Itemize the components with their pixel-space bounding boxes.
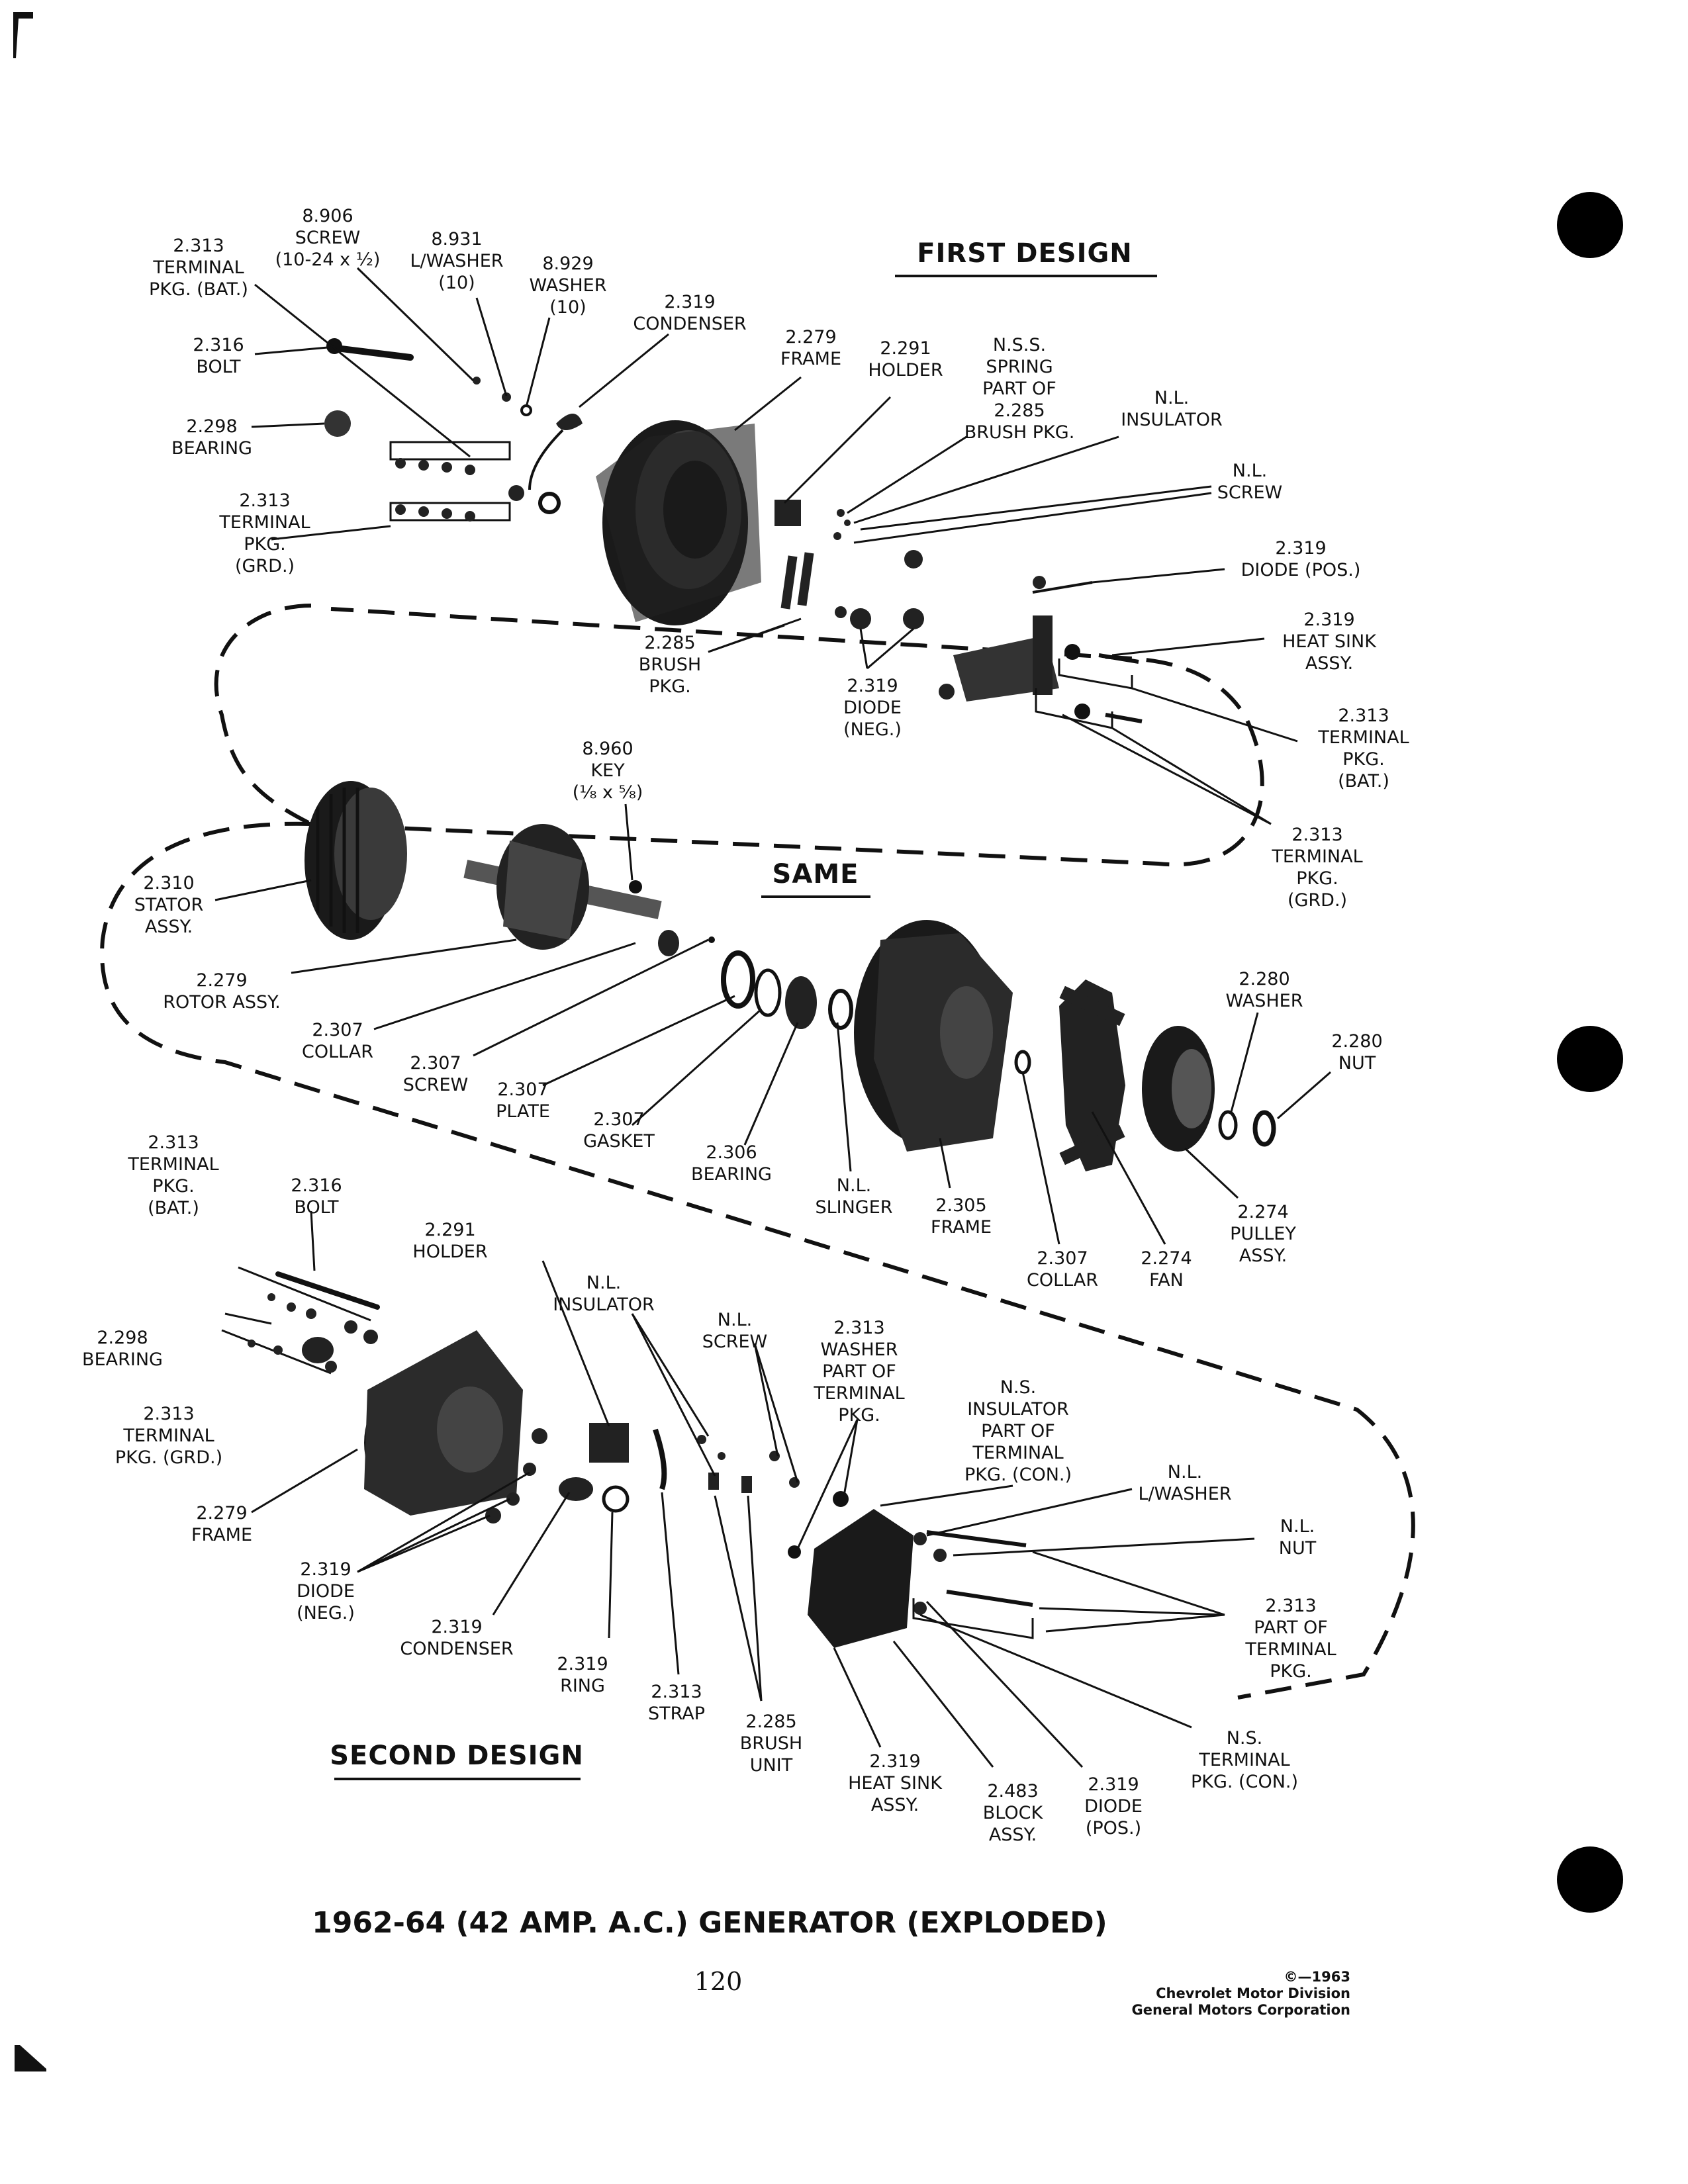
figure-caption: 1962-64 (42 AMP. A.C.) GENERATOR (EXPLOD… (312, 1906, 1107, 1940)
heading-first-design: FIRST DESIGN (917, 238, 1133, 269)
binder-hole-bottom (1557, 1846, 1623, 1913)
heading-same: SAME (772, 859, 859, 889)
corner-mark-top-left (13, 12, 33, 58)
dashed-grouping-loops (100, 604, 1415, 1700)
label-second-insulator: N.L.INSULATOR (553, 1273, 655, 1315)
page-number: 120 (694, 1967, 743, 1996)
copyright-notice: ©—1963 Chevrolet Motor Division General … (1132, 1969, 1350, 2019)
heading-first-design-underline (895, 275, 1157, 277)
binder-hole-top (1557, 192, 1623, 258)
second-design-parts (221, 1266, 1034, 1648)
first-design-parts (324, 338, 1143, 729)
copyright-year: ©—1963 (1284, 1969, 1350, 1985)
corner-mark-bottom-left (15, 2045, 46, 2071)
heading-same-underline (761, 895, 870, 898)
label-first-insulator: N.L.INSULATOR (1121, 388, 1223, 430)
leader-lines (214, 267, 1331, 1768)
copyright-corporation: General Motors Corporation (1131, 2002, 1350, 2018)
label-second-nut: N.L.NUT (1278, 1516, 1317, 1559)
heading-second-design-underline (334, 1778, 581, 1780)
label-first-nl-screw: N.L.SCREW (1217, 461, 1283, 503)
same-parts (305, 781, 1276, 1171)
label-same-slinger: N.L.SLINGER (815, 1175, 893, 1218)
label-second-nl-screw: N.L.SCREW (702, 1310, 768, 1352)
heading-second-design: SECOND DESIGN (330, 1741, 584, 1771)
label-second-l-washer: N.L.L/WASHER (1138, 1462, 1232, 1504)
copyright-division: Chevrolet Motor Division (1156, 1985, 1350, 2001)
binder-hole-middle (1557, 1026, 1623, 1092)
